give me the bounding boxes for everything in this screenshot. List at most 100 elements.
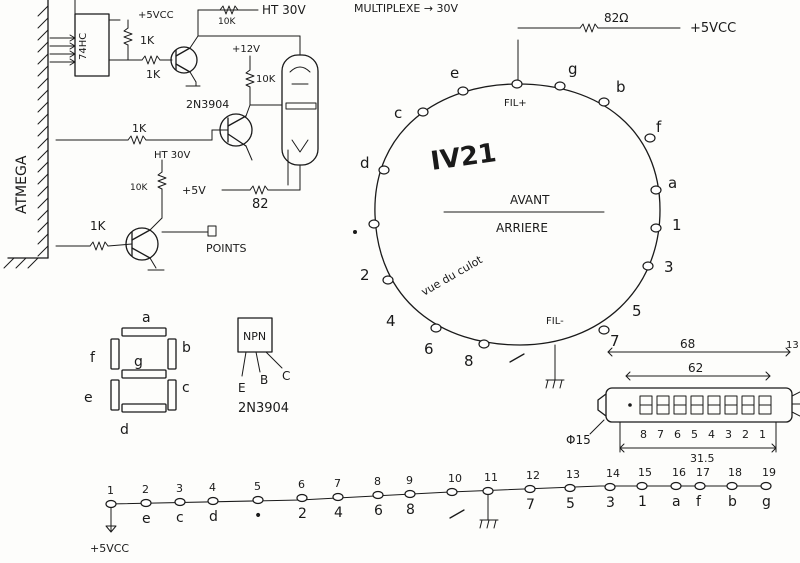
label-2n3904-top: 2N3904 <box>186 98 229 111</box>
tube-pin-pad <box>511 79 523 89</box>
row-pin-pad <box>404 489 416 499</box>
label-ht30v-top: HT 30V <box>262 3 306 17</box>
tube-pin-pad <box>650 223 662 233</box>
row-pin-pad <box>670 481 682 491</box>
row-pin-function: 4 <box>334 505 343 521</box>
tube-pin-label: e <box>450 64 459 82</box>
row-pin-number: 7 <box>334 477 341 490</box>
row-pin-number: 12 <box>526 469 540 482</box>
vfd-tube-symbol <box>281 54 319 186</box>
label-points: POINTS <box>206 242 246 255</box>
tube-pin-label: 5 <box>632 302 642 320</box>
vfd-width-inner: 62 <box>688 361 703 375</box>
tube-pin-label: 4 <box>386 312 396 330</box>
row-pin-number: 17 <box>696 466 710 479</box>
vfd-outline <box>589 347 800 453</box>
tube-pin-pad <box>478 339 490 349</box>
label-vcc-right: +5VCC <box>690 21 736 36</box>
vfd-width-outer: 68 <box>680 337 695 351</box>
segment-label: c <box>182 380 190 396</box>
tube-pin-label: g <box>568 60 578 78</box>
row-pin-number: 8 <box>374 475 381 488</box>
label-multiplex: MULTIPLEXE → 30V <box>354 2 459 15</box>
row-pin-pad <box>636 481 648 491</box>
label-12v: +12V <box>232 44 260 55</box>
row-pin-number: 16 <box>672 466 686 479</box>
row-pin-number: 2 <box>142 483 149 496</box>
tube-view: vue du culot <box>419 253 485 299</box>
tube-pin-pad <box>417 107 429 117</box>
segment-label: g <box>134 354 143 370</box>
tube-fil-plus: FIL+ <box>504 98 527 109</box>
row-pin-number: 18 <box>728 466 742 479</box>
row-pin-pad <box>207 496 219 506</box>
segment-label: d <box>120 422 129 438</box>
tube-pin-pad <box>598 97 610 107</box>
row-pin-pad <box>446 487 458 497</box>
row-pin-number: 19 <box>762 466 776 479</box>
label-r10k-top: 10K <box>218 17 236 27</box>
row-pin-pad <box>296 493 308 503</box>
tube-pin-pad <box>430 323 442 333</box>
label-r10k-left: 10K <box>130 183 148 193</box>
vfd-digit-number: 4 <box>708 428 715 441</box>
vfd-digit-number: 1 <box>759 428 766 441</box>
tube-pin-pad <box>368 219 380 229</box>
tube-base-view <box>353 23 681 389</box>
row-pin-pad <box>760 481 772 491</box>
filament-and-points <box>55 159 301 271</box>
row-pin-function: 3 <box>606 495 615 511</box>
row-pin-pad <box>726 481 738 491</box>
row-pin-function: a <box>672 494 681 510</box>
label-5v-mid: +5V <box>182 184 206 197</box>
npn-pinout <box>237 317 283 377</box>
row-pin-function: g <box>762 494 771 510</box>
seven-segment-diagram <box>110 327 177 413</box>
atmega-board <box>3 0 49 269</box>
labels: ATMEGA 74HC +5VCC 1K 1K 10K HT 30V MULTI… <box>14 2 799 555</box>
vfd-diameter: Φ15 <box>566 433 591 447</box>
label-r82-top: 82Ω <box>604 11 628 25</box>
row-pin-number: 11 <box>484 471 498 484</box>
label-vcc-top: +5VCC <box>138 10 174 21</box>
row-pin-pad <box>372 490 384 500</box>
upper-driver <box>119 5 301 87</box>
vfd-edge-mark: 13 <box>786 340 799 351</box>
row-pin-function: 5 <box>566 496 575 512</box>
tube-pin-pad <box>382 275 394 285</box>
row-pin-function: f <box>696 494 702 510</box>
row-pin-number: 3 <box>176 482 183 495</box>
shift-register-chip <box>49 0 121 77</box>
segment-label: e <box>84 390 93 406</box>
label-atmega: ATMEGA <box>14 155 30 214</box>
tube-pin-pad <box>644 133 656 143</box>
segment-label: b <box>182 340 191 356</box>
label-chip: 74HC <box>78 33 89 60</box>
tube-pin-pad <box>457 86 469 96</box>
row-pin-number: 6 <box>298 478 305 491</box>
row-pin-function: c <box>176 510 184 526</box>
tube-pin-pad <box>598 325 610 335</box>
tube-front: AVANT <box>510 193 550 207</box>
row-pin-number: 14 <box>606 467 620 480</box>
label-ht30v-mid: HT 30V <box>154 150 191 161</box>
npn-pin-label: B <box>260 373 268 387</box>
tube-fil-minus: FIL- <box>546 316 564 327</box>
row-pin-function: b <box>728 494 737 510</box>
row-pin-number: 1 <box>107 484 114 497</box>
row-pin-function: 1 <box>638 494 647 510</box>
row-pin-function: 8 <box>406 502 415 518</box>
row-pin-number: 13 <box>566 468 580 481</box>
vfd-digit-number: 3 <box>725 428 732 441</box>
row-pin-number: 9 <box>406 474 413 487</box>
row-pin-number: 4 <box>209 481 216 494</box>
tube-pin-pad <box>378 165 390 175</box>
tube-pin-label: a <box>668 174 677 192</box>
row-pin-pad <box>694 481 706 491</box>
tube-pin-label: f <box>656 118 662 136</box>
tube-pin-label: 1 <box>672 216 682 234</box>
label-r10k-mid: 10K <box>256 74 276 85</box>
tube-pin-label: 8 <box>464 352 474 370</box>
